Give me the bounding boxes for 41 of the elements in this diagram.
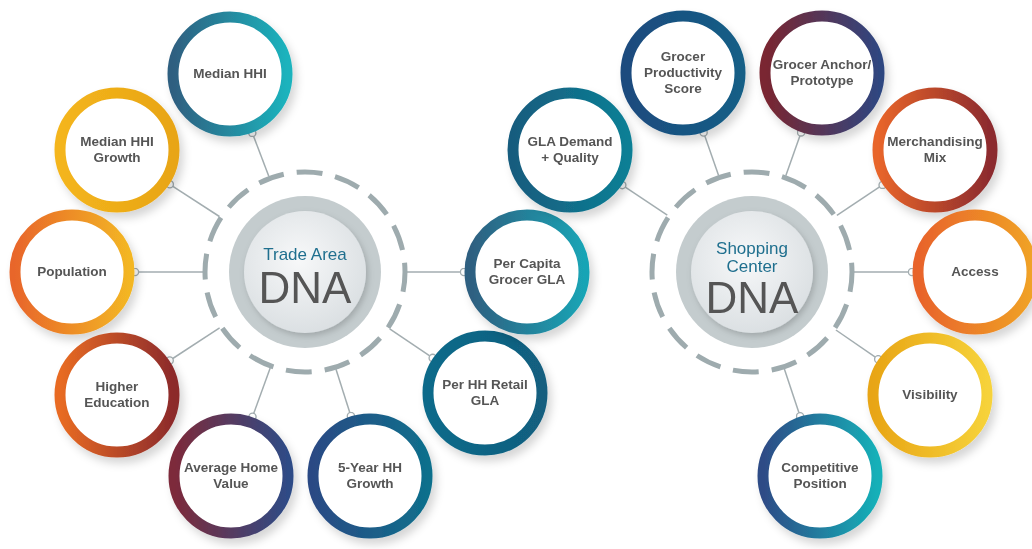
topic-ring — [872, 87, 998, 213]
topic-label: Access — [950, 264, 1000, 280]
connector-line — [836, 180, 887, 217]
hub-title: Shopping Center — [715, 240, 789, 276]
topic-label: Per HH Retail GLA — [441, 377, 529, 409]
connector-line — [165, 327, 221, 365]
topic-label: Higher Education — [83, 379, 151, 411]
topic-ring — [54, 332, 180, 458]
topic-label: Visibility — [901, 387, 959, 403]
topic-label: Competitive Position — [780, 460, 860, 492]
topic-label: Merchandising Mix — [886, 134, 984, 166]
hub-label: DNA — [705, 276, 799, 320]
topic-ring — [912, 209, 1032, 335]
hub-title: Trade Area — [262, 246, 348, 264]
connector-line — [388, 328, 437, 363]
topic-ring — [757, 413, 883, 539]
topic-ring — [620, 10, 746, 136]
topic-ring — [867, 332, 993, 458]
connector-line — [618, 180, 669, 216]
topic-ring — [464, 209, 590, 335]
connector-line — [699, 128, 720, 177]
topic-label: GLA Demand + Quality — [526, 134, 614, 166]
topic-label: Median HHI Growth — [79, 134, 155, 166]
topic-ring — [307, 413, 433, 539]
hub-label: DNA — [258, 266, 352, 310]
topic-label: Grocer Productivity Score — [643, 49, 723, 97]
topic-ring — [167, 11, 293, 137]
connector-line — [165, 180, 221, 218]
topic-ring — [759, 10, 885, 136]
connector-line — [835, 329, 883, 364]
topic-label: Median HHI — [192, 66, 268, 82]
topic-ring — [507, 87, 633, 213]
topic-label: Per Capita Grocer GLA — [487, 256, 567, 288]
topic-ring — [422, 330, 548, 456]
topic-label: Grocer Anchor/ Prototype — [772, 57, 872, 89]
topic-label: 5-Year HH Growth — [337, 460, 403, 492]
topic-ring — [168, 413, 294, 539]
topic-label: Population — [36, 264, 108, 280]
topic-ring — [54, 87, 180, 213]
topic-ring — [9, 209, 135, 335]
topic-label: Average Home Value — [182, 460, 279, 492]
